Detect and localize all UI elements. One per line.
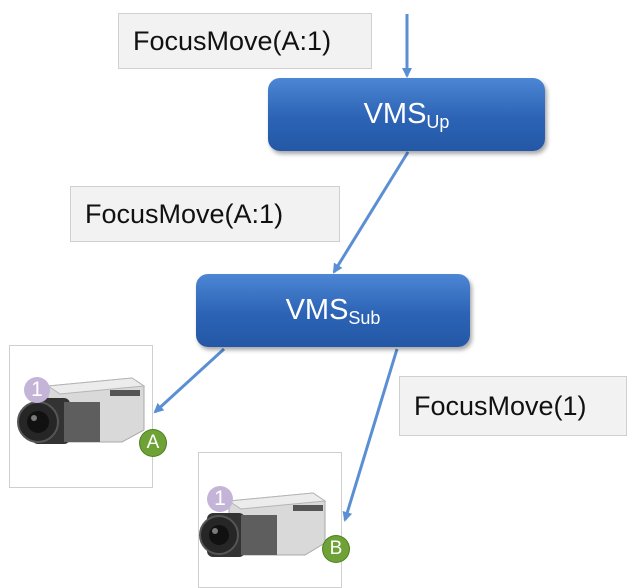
camera-icon [199,492,327,557]
sub-to-camera-a-arrow [153,347,226,414]
camera-b-letter-badge: B [323,536,349,562]
command-label-right: FocusMove(1) [399,376,627,436]
camera-a[interactable]: 1 A [9,345,166,488]
camera-icon [17,377,146,444]
camera-b-number-badge: 1 [207,486,233,512]
command-label-top-text: FocusMove(A:1) [133,25,332,56]
command-label-top: FocusMove(A:1) [118,13,372,69]
vms-sub-label: VMSSub [285,294,381,328]
camera-a-number-badge: 1 [24,377,50,403]
command-label-right-text: FocusMove(1) [414,390,587,421]
vms-up-label: VMSUp [363,98,450,132]
sub-to-camera-b-arrow [342,348,399,522]
vms-sub-node[interactable]: VMSSub [196,274,470,347]
camera-a-letter-badge: A [140,430,166,456]
up-to-sub-arrow [332,151,410,274]
vms-up-node[interactable]: VMSUp [268,78,545,151]
command-label-middle-text: FocusMove(A:1) [85,198,284,229]
camera-b[interactable]: 1 B [198,452,349,588]
command-label-middle: FocusMove(A:1) [70,186,340,242]
